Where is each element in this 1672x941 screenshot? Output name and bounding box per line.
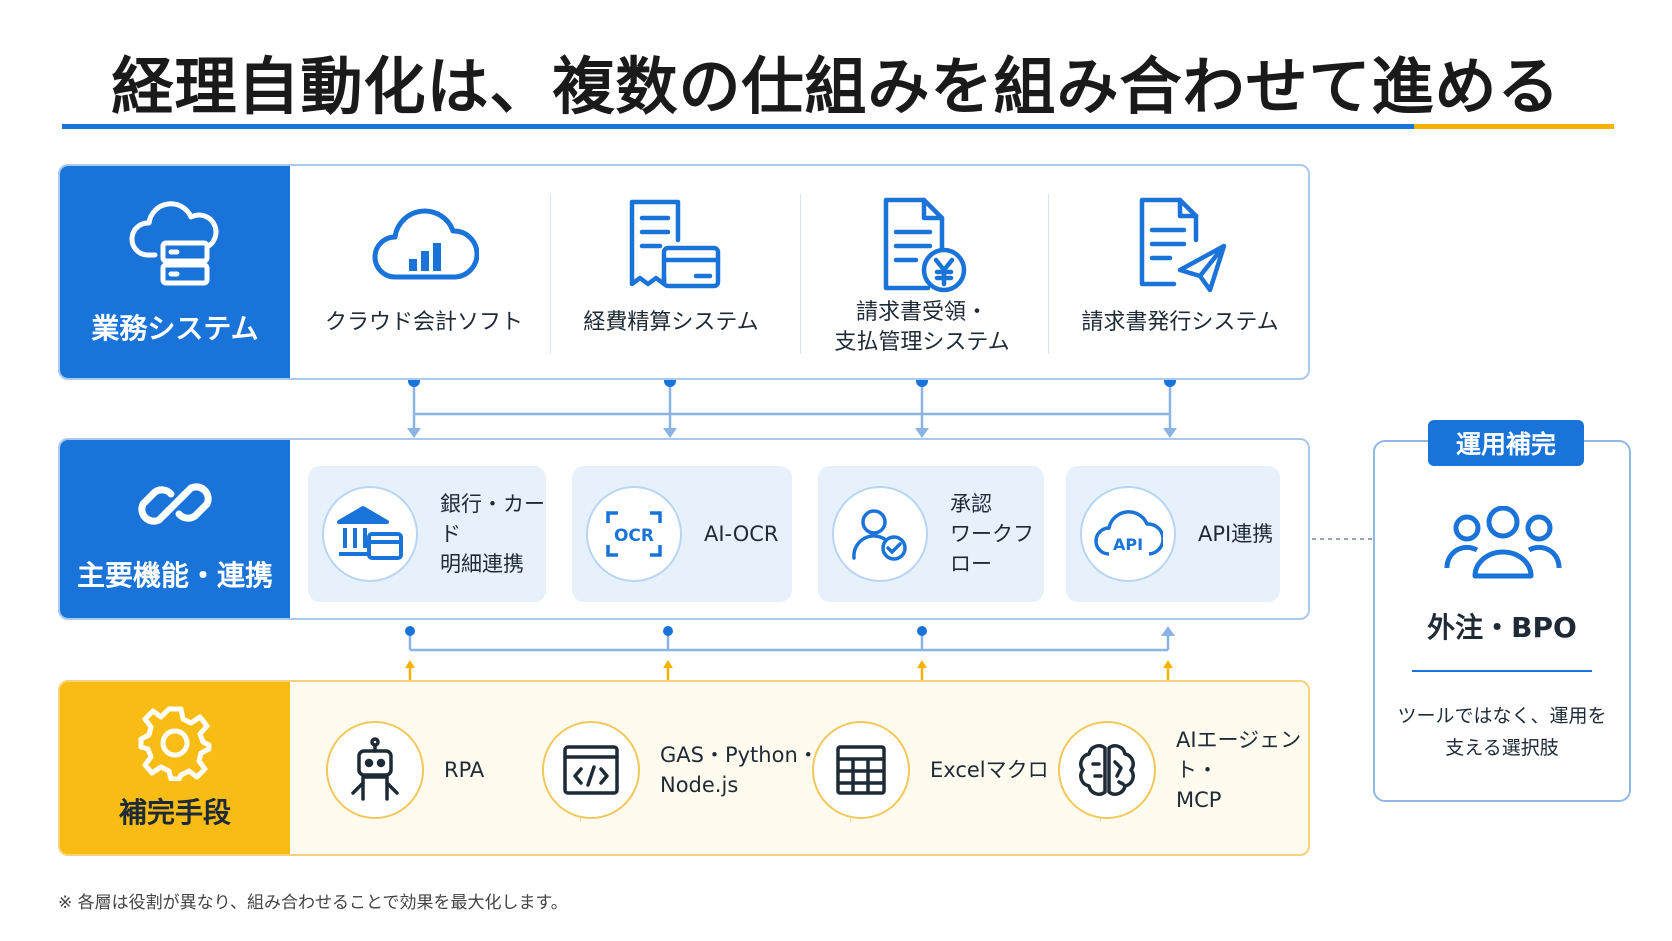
layer-label-business-systems: 業務システム [60,166,290,378]
layer-label-supplementary-means: 補完手段 [60,682,290,854]
system-item-invoice-issue: 請求書発行システム [1050,166,1308,378]
layer-label-core-functions: 主要機能・連携 [60,440,290,618]
code-window-icon [542,721,640,819]
bpo-divider [1412,670,1592,672]
robot-icon [326,721,424,819]
page-title: 経理自動化は、複数の仕組みを組み合わせて進める [111,50,1561,123]
cloud-api-icon: API [1080,486,1176,582]
function-label: AI-OCR [704,522,779,546]
system-item-label: クラウド会計ソフト [324,310,523,335]
title-underline-yellow [1414,124,1614,129]
tool-item-ai-agent: AIエージェント・ MCP [1058,682,1308,854]
system-item-expense: 経費精算システム [552,166,790,378]
layer-business-systems: 業務システム クラウド会計ソフト 経費精算システム [58,164,1310,380]
divider [550,194,551,354]
svg-text:OCR: OCR [614,526,654,546]
title-underline-blue [62,124,1414,129]
cloud-server-icon [125,197,225,297]
function-card-ai-ocr: OCR AI-OCR [572,466,792,602]
tool-item-rpa: RPA [326,682,576,854]
divider [1048,194,1049,354]
tool-label: RPA [444,758,485,782]
people-group-icon [1443,506,1563,582]
layer-title: 業務システム [91,312,259,345]
link-icon [135,464,215,544]
function-label: 承認 ワークフロー [950,492,1034,576]
bpo-name: 外注・BPO [1427,611,1577,644]
tool-item-excel-macro: Excelマクロ [812,682,1102,854]
receipt-card-icon [616,196,726,296]
tool-label: AIエージェント・ MCP [1176,728,1302,812]
function-card-bank-feed: 銀行・カード 明細連携 [308,466,546,602]
tool-label: GAS・Python・ Node.js [660,743,819,797]
invoice-yen-icon [872,196,972,296]
gear-icon [137,705,213,781]
bpo-badge: 運用補完 [1428,420,1584,466]
function-label: API連携 [1198,522,1274,546]
footnote: ※ 各層は役割が異なり、組み合わせることで効果を最大化します。 [58,893,568,913]
layer-title: 主要機能・連携 [76,559,273,592]
system-item-cloud-accounting: クラウド会計ソフト [308,166,540,378]
bpo-description: ツールではなく、運用を 支える選択肢 [1397,705,1607,759]
spreadsheet-icon [812,721,910,819]
invoice-send-icon [1130,196,1230,296]
system-item-invoice-receipt: 請求書受領・ 支払管理システム [802,166,1042,378]
system-item-label: 請求書発行システム [1081,310,1279,335]
user-check-icon [832,486,928,582]
brain-icon [1058,721,1156,819]
bank-card-icon [322,486,418,582]
ocr-icon: OCR [586,486,682,582]
divider [800,194,801,354]
layer-supplementary-means: 補完手段 RPA GAS・Python・ Node.js [58,680,1310,856]
function-label: 銀行・カード 明細連携 [440,492,545,576]
system-item-label: 経費精算システム [583,310,759,335]
function-card-api: API API連携 [1066,466,1280,602]
svg-text:API: API [1113,535,1143,554]
cloud-chart-icon [369,196,479,296]
tool-label: Excelマクロ [930,758,1049,782]
function-card-approval-workflow: 承認 ワークフロー [818,466,1044,602]
tool-item-scripts: GAS・Python・ Node.js [542,682,842,854]
layer-title: 補完手段 [118,796,231,829]
system-item-label: 請求書受領・ 支払管理システム [834,300,1010,355]
layer-core-functions: 主要機能・連携 銀行・カード 明細連携 OCR AI-OCR [58,438,1310,620]
